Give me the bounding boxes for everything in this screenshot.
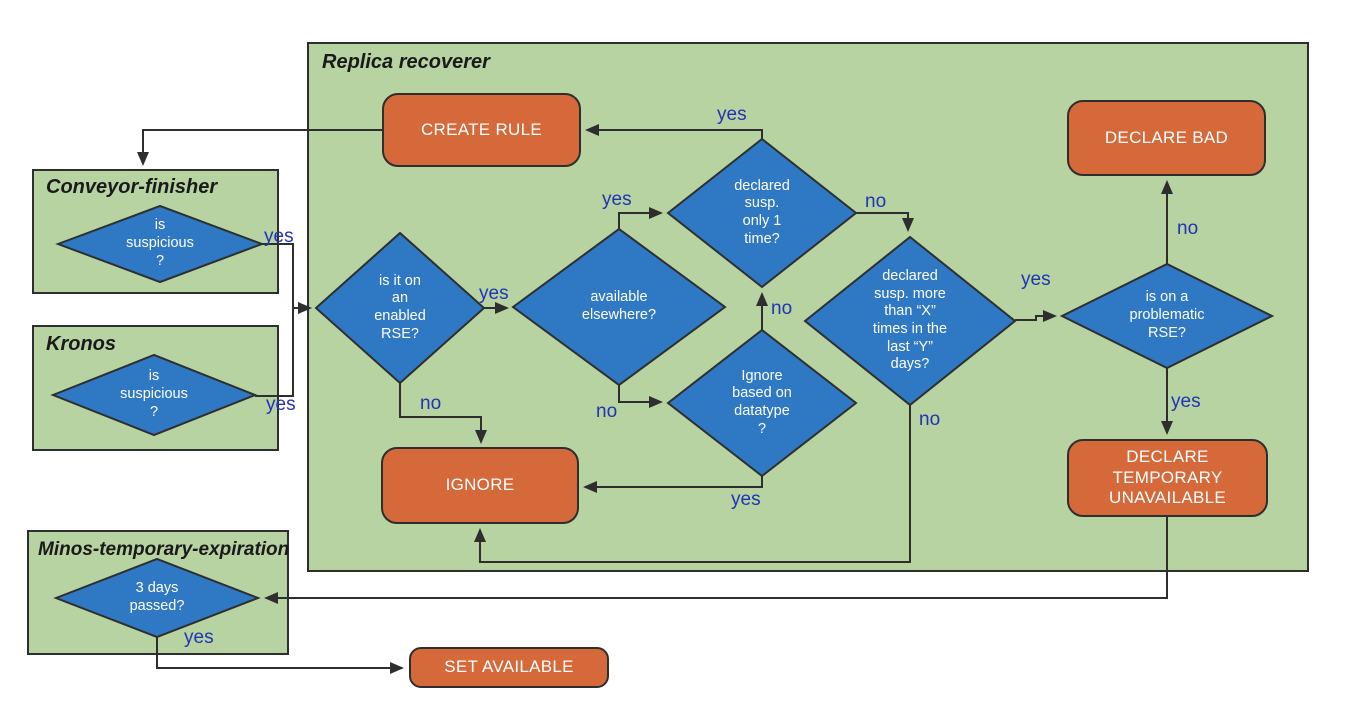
problematic-rse-text: is on a problematic RSE? xyxy=(1129,289,1205,341)
ignore-based-on-datatype-diamond xyxy=(666,328,858,478)
conveyor-is-suspicious-diamond xyxy=(55,204,265,284)
available-elsewhere-text: available elsewhere? xyxy=(581,289,657,323)
edge-label-three-days-yes: yes xyxy=(184,627,214,648)
set-available-label: SET AVAILABLE xyxy=(444,657,574,677)
create-rule-node xyxy=(382,93,581,167)
edge-label-conveyor-yes: yes xyxy=(264,226,294,247)
edge-once-no-to-xy xyxy=(856,212,914,232)
edge-available-no xyxy=(618,385,663,408)
edge-label-datatype-yes: yes xyxy=(731,489,761,510)
edge-once-yes-to-create-rule xyxy=(585,124,763,139)
three-days-passed-text: 3 days passed? xyxy=(129,580,185,614)
minos-temporary-expiration-title: Minos-temporary-expiration xyxy=(38,539,290,560)
replica-recoverer-title: Replica recoverer xyxy=(322,51,490,73)
edge-conveyor-yes xyxy=(262,243,294,308)
declared-susp-xy-text: declared susp. more than “X” times in th… xyxy=(872,267,948,373)
set-available-node xyxy=(409,647,609,688)
edge-available-yes xyxy=(618,207,663,229)
edge-datatype-yes-to-ignore xyxy=(583,476,763,493)
enabled-rse-diamond xyxy=(314,231,486,385)
conveyor-is-suspicious-text: is suspicious ? xyxy=(126,217,194,269)
ignore-node xyxy=(381,447,579,524)
ignore-label: IGNORE xyxy=(445,475,515,495)
edge-label-problematic-yes: yes xyxy=(1171,391,1201,412)
edge-label-xy-yes: yes xyxy=(1021,269,1051,290)
edge-label-available-yes: yes xyxy=(602,189,632,210)
declared-susp-once-diamond xyxy=(666,137,858,289)
declared-susp-xy-diamond xyxy=(803,235,1017,407)
edge-create-rule-to-conveyor xyxy=(137,129,383,166)
edge-kronos-yes xyxy=(255,308,294,397)
edge-label-once-no: no xyxy=(865,191,887,212)
declared-susp-once-text: declared susp. only 1 time? xyxy=(734,177,790,247)
edge-label-xy-no: no xyxy=(919,409,941,430)
conveyor-finisher-title: Conveyor-finisher xyxy=(46,176,218,198)
edge-label-problematic-no: no xyxy=(1177,218,1199,239)
edge-label-kronos-yes: yes xyxy=(266,394,296,415)
edge-label-enabled-yes: yes xyxy=(479,283,509,304)
declare-bad-label: DECLARE BAD xyxy=(1104,127,1229,147)
edge-xy-no-to-ignore xyxy=(474,405,911,563)
kronos-title: Kronos xyxy=(46,333,116,355)
enabled-rse-text: is it on an enabled RSE? xyxy=(374,272,426,342)
declare-temporary-unavailable-node xyxy=(1067,439,1268,517)
available-elsewhere-diamond xyxy=(511,227,727,387)
edge-label-enabled-no: no xyxy=(420,393,442,414)
edge-label-available-no: no xyxy=(596,401,618,422)
kronos-is-suspicious-diamond xyxy=(50,353,258,437)
edge-declare-temp-to-three-days xyxy=(264,516,1168,604)
edge-enabled-no-to-ignore xyxy=(399,383,487,444)
edge-three-days-yes-to-set-available xyxy=(156,637,404,674)
kronos-is-suspicious-text: is suspicious ? xyxy=(120,368,188,420)
edge-label-once-yes: yes xyxy=(717,104,747,125)
edge-label-datatype-no: no xyxy=(771,298,793,319)
declare-bad-node xyxy=(1067,100,1266,176)
problematic-rse-diamond xyxy=(1059,262,1275,370)
create-rule-label: CREATE RULE xyxy=(420,119,543,139)
ignore-based-on-datatype-text: Ignore based on datatype ? xyxy=(732,367,792,437)
edge-xy-yes-to-problematic xyxy=(1015,310,1057,322)
three-days-passed-diamond xyxy=(53,557,261,639)
declare-temporary-unavailable-label: DECLARE TEMPORARY UNAVAILABLE xyxy=(1109,446,1226,508)
